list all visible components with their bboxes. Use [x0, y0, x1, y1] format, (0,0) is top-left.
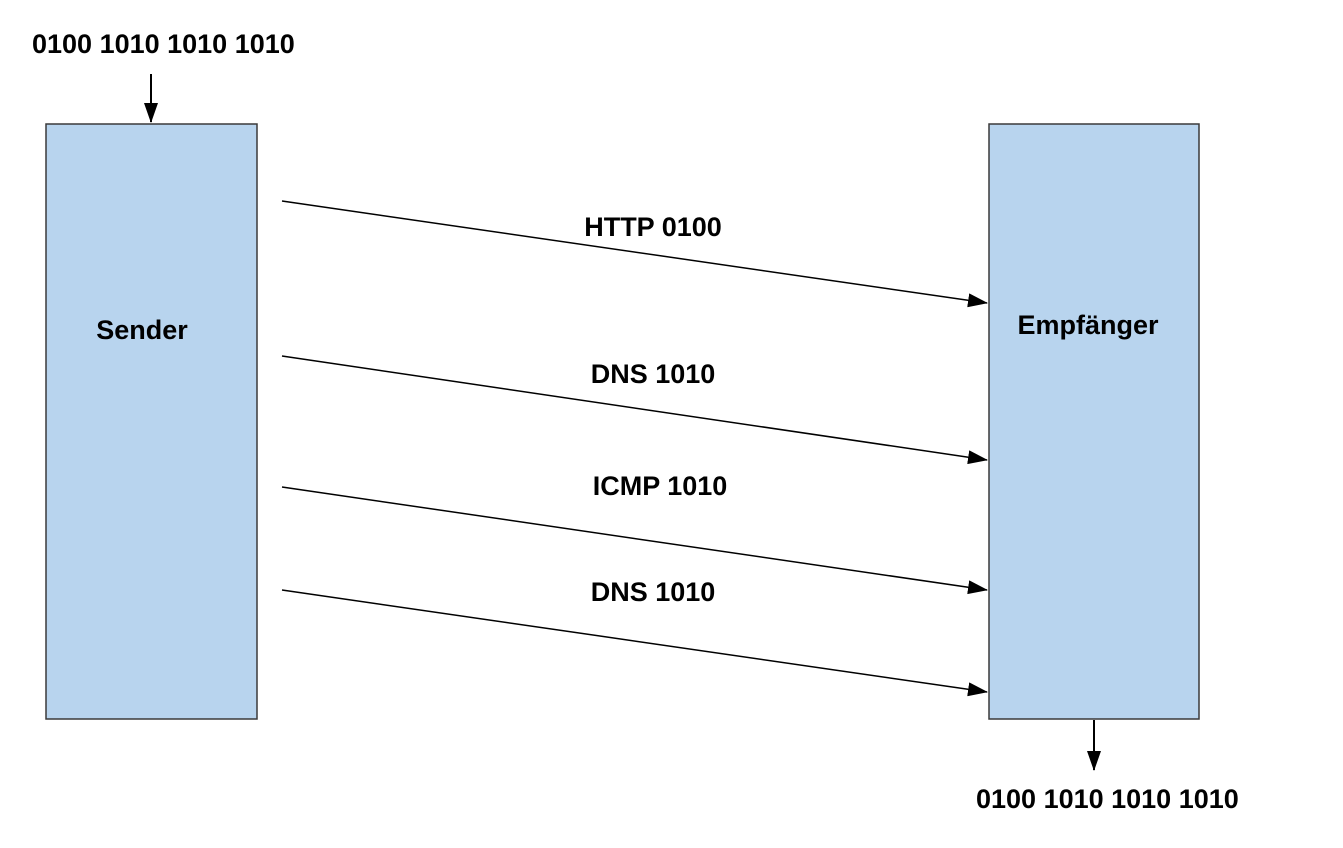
message-arrow-4 [281, 589, 988, 697]
message-label-1: HTTP 0100 [584, 212, 722, 242]
input-bits-label: 0100 1010 1010 1010 [32, 29, 295, 59]
message-label-2: DNS 1010 [591, 359, 716, 389]
message-arrow-1 [281, 200, 988, 308]
message-label-4: DNS 1010 [591, 577, 716, 607]
message-arrow-2 [281, 355, 988, 465]
receiver-box [988, 123, 1200, 720]
message-label-3: ICMP 1010 [593, 471, 728, 501]
message-arrow-3 [281, 486, 988, 595]
sender-box [45, 123, 258, 720]
receiver-label: Empfänger [1017, 310, 1159, 340]
output-bits-label: 0100 1010 1010 1010 [976, 784, 1239, 814]
sender-label: Sender [96, 315, 188, 345]
